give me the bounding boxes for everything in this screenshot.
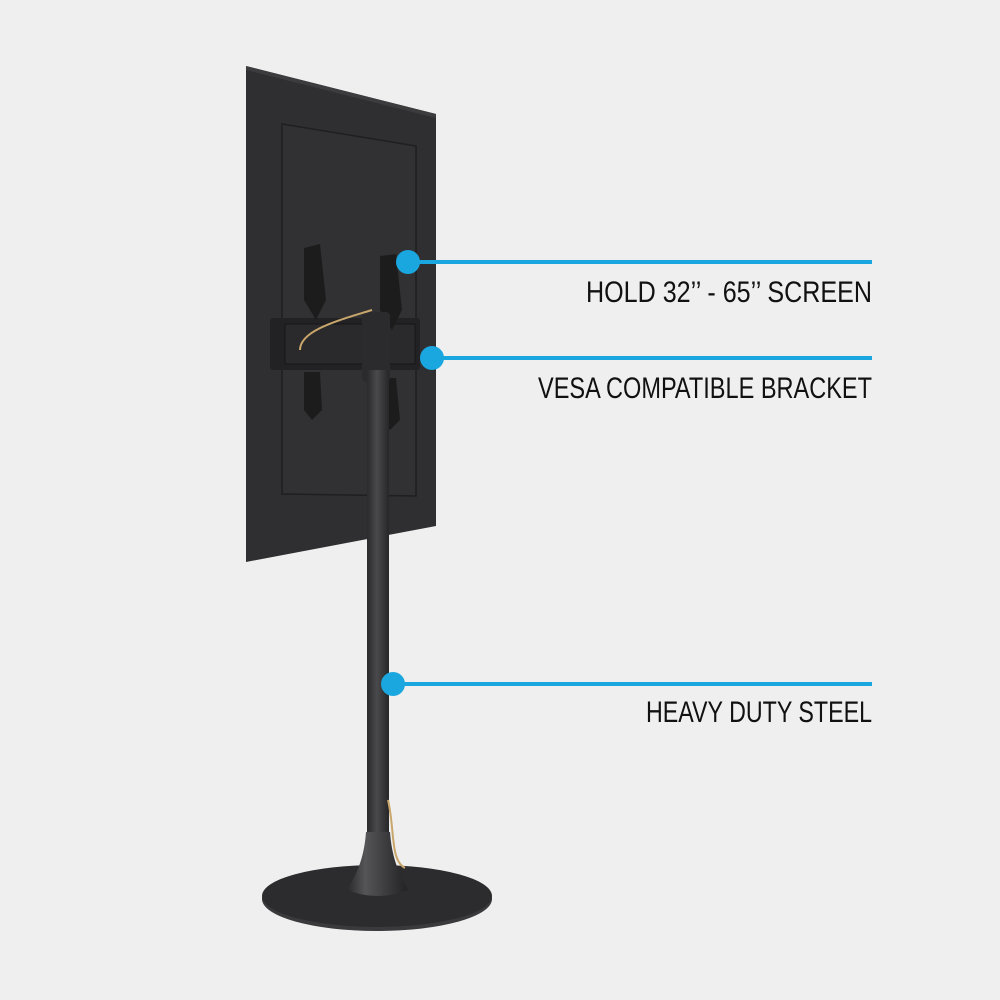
floor-base xyxy=(262,865,492,931)
callout-label: HOLD 32’’ - 65’’ SCREEN xyxy=(586,276,872,309)
steel-pole xyxy=(367,370,389,832)
callout-dot-icon xyxy=(420,346,444,370)
cable xyxy=(387,799,406,869)
callout-heavy-duty-steel: HEAVY DUTY STEEL xyxy=(381,672,872,729)
callout-vesa-bracket: VESA COMPATIBLE BRACKET xyxy=(420,346,872,405)
callout-dot-icon xyxy=(381,672,405,696)
callout-dot-icon xyxy=(396,250,420,274)
vesa-bracket xyxy=(270,244,420,430)
callout-screen-size: HOLD 32’’ - 65’’ SCREEN xyxy=(396,250,872,309)
callout-label: HEAVY DUTY STEEL xyxy=(646,696,872,729)
display-panel xyxy=(246,66,436,562)
callout-label: VESA COMPATIBLE BRACKET xyxy=(538,372,872,405)
pole-base-flare xyxy=(347,832,408,896)
